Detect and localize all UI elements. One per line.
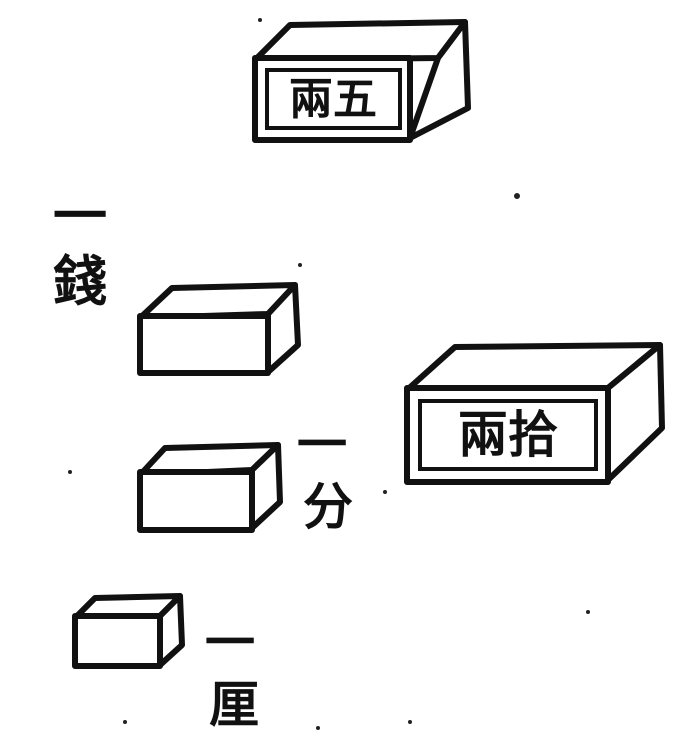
weight-box-one-fen [137,442,283,533]
label-one-li-char-2: 厘 [209,675,259,734]
box-front-face [404,385,611,485]
box-front-face [137,313,271,376]
box-label-five-liang: 兩五 [289,74,377,125]
label-one-fen-char-2: 分 [303,477,353,536]
label-one-li-char-1: 一 [205,613,255,672]
label-one-qian: 一 錢 [53,184,107,313]
weight-box-one-li [72,593,185,669]
box-label-frame [418,399,598,471]
label-one-li: 一 厘 [205,613,259,734]
label-one-fen-char-1: 一 [297,415,347,474]
box-top-face [252,19,468,63]
speck [408,720,412,724]
speck [514,193,520,199]
speck [258,18,262,22]
box-front-face [137,469,255,533]
weight-box-ten-liang: 兩拾 [404,342,665,485]
speck [316,726,320,730]
label-one-qian-char-2: 錢 [53,249,107,313]
box-front-face [72,613,163,669]
label-one-qian-char-1: 一 [53,184,107,248]
speck [298,263,302,267]
speck [586,610,590,614]
print-specks [68,18,590,730]
box-label-frame [265,68,402,130]
label-one-fen: 一 分 [297,415,353,536]
box-side-face [407,19,471,141]
speck [123,720,127,724]
box-label-ten-liang: 兩拾 [458,405,558,464]
speck [68,470,72,474]
weight-box-one-qian [137,282,301,376]
speck [383,490,387,494]
weight-box-five-liang: 兩五 [252,19,471,143]
